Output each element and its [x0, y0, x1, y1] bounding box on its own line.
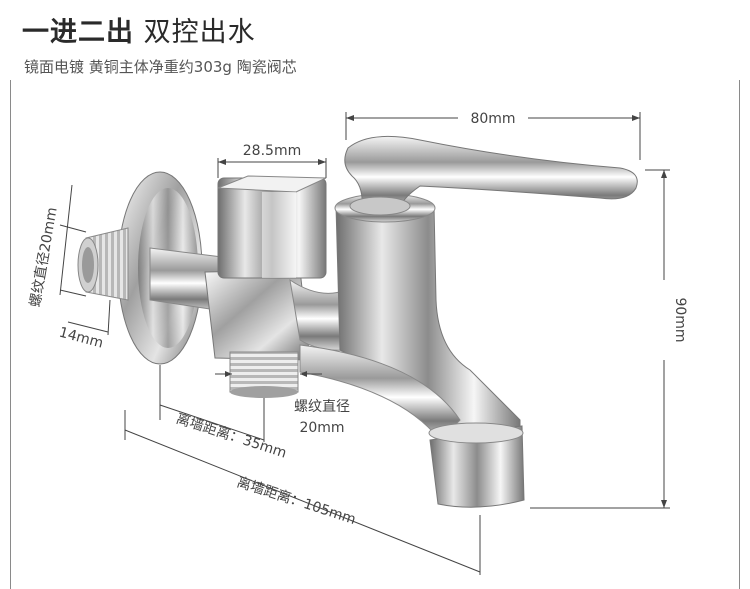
dimension-arrows: [218, 115, 667, 508]
dim-thread-depth: 14mm: [57, 325, 105, 352]
title-rest: 双控出水: [143, 17, 256, 48]
frame-right-line: [739, 80, 740, 589]
page-title: 一进二出 双控出水: [22, 10, 256, 49]
dim-wall-distance-105: 离墙距离：105mm: [235, 473, 358, 527]
dim-bottom-thread-label: 螺纹直径: [294, 398, 350, 415]
dimension-lines: [59, 112, 670, 575]
valve-body: [204, 175, 327, 361]
dim-thread-diameter-left: 螺纹直径20mm: [26, 206, 60, 309]
dim-height: 90mm: [672, 297, 688, 342]
dim-handle-length: 80mm: [470, 111, 515, 127]
dim-bottom-thread-value: 20mm: [299, 420, 344, 436]
inlet-thread: [77, 227, 129, 301]
spout-nozzle: [428, 422, 525, 508]
page-subtitle: 镜面电镀 黄铜主体净重约303g 陶瓷阀芯: [24, 58, 297, 76]
bottom-outlet-thread: [229, 351, 299, 398]
dim-valve-width: 28.5mm: [243, 143, 301, 159]
frame-left-line: [10, 80, 11, 589]
title-bold: 一进二出: [22, 17, 134, 48]
dim-wall-distance-35: 离墙距离：35mm: [174, 410, 289, 462]
lever-handle: [344, 135, 638, 216]
